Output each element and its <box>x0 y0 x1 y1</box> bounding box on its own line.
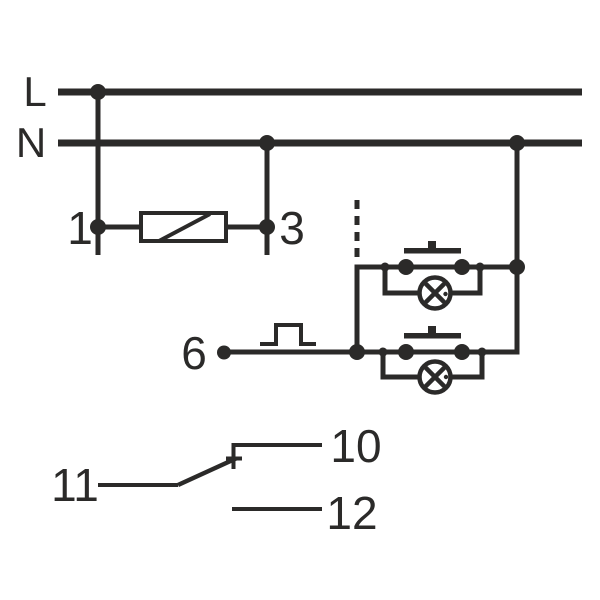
button1-contact-right <box>454 259 470 275</box>
lamp2-inner-dot <box>443 374 449 380</box>
push-button2-bridge <box>404 333 461 339</box>
terminal-11-label: 11 <box>51 459 99 511</box>
lamp1-tap-left <box>382 267 421 296</box>
junction-dot-branch <box>349 344 365 360</box>
node-layer <box>90 84 525 380</box>
tap-dot-lamp1-left <box>380 262 390 272</box>
terminal-1-label: 1 <box>67 202 93 254</box>
contact-wire-10 <box>231 443 322 469</box>
junction-dot-n-left <box>259 135 275 151</box>
button2-contact-left <box>398 344 414 360</box>
terminal-3-dot <box>259 219 275 235</box>
lamp1-circle <box>417 275 453 311</box>
terminal-10-label: 10 <box>330 420 381 472</box>
contact-moving-arm <box>177 456 237 488</box>
button1-contact-left <box>398 259 414 275</box>
lamp1-tap-right <box>449 267 483 296</box>
relay-coil-diagonal <box>158 212 211 243</box>
neutral-rail-label: N <box>16 119 46 166</box>
terminal-12-label: 12 <box>326 487 377 539</box>
relay-coil-box <box>139 211 228 243</box>
lamp1-cross-b <box>422 280 448 306</box>
tap-dot-lamp2-left <box>378 347 388 357</box>
lamp1-inner-dot <box>443 291 448 297</box>
tap-dot-lamp2-right <box>477 347 487 357</box>
tap-dot-lamp1-right <box>475 262 485 272</box>
push-button1-bridge <box>404 248 461 254</box>
live-rail-label: L <box>23 68 46 115</box>
push-button2-stem <box>428 326 436 333</box>
terminal-6-label: 6 <box>181 327 207 379</box>
junction-dot-top-branch-right <box>509 259 525 275</box>
terminal-1-dot <box>90 219 106 235</box>
terminal-6-dot <box>217 345 231 360</box>
push-button1-stem <box>428 241 436 248</box>
lamp2-tap-right <box>449 352 485 380</box>
lamp2-tap-left <box>380 352 421 380</box>
label-layer: L N 1 3 6 10 11 12 <box>16 68 382 539</box>
pulse-signal-symbol <box>260 323 316 346</box>
lamp2-cross-b <box>422 364 448 390</box>
terminal-3-label: 3 <box>279 202 305 254</box>
button2-contact-right <box>454 344 470 360</box>
junction-dot-n-right <box>509 135 525 151</box>
lamp2-circle <box>417 359 453 395</box>
wire-layer <box>58 88 582 511</box>
junction-dot-l <box>90 84 106 100</box>
